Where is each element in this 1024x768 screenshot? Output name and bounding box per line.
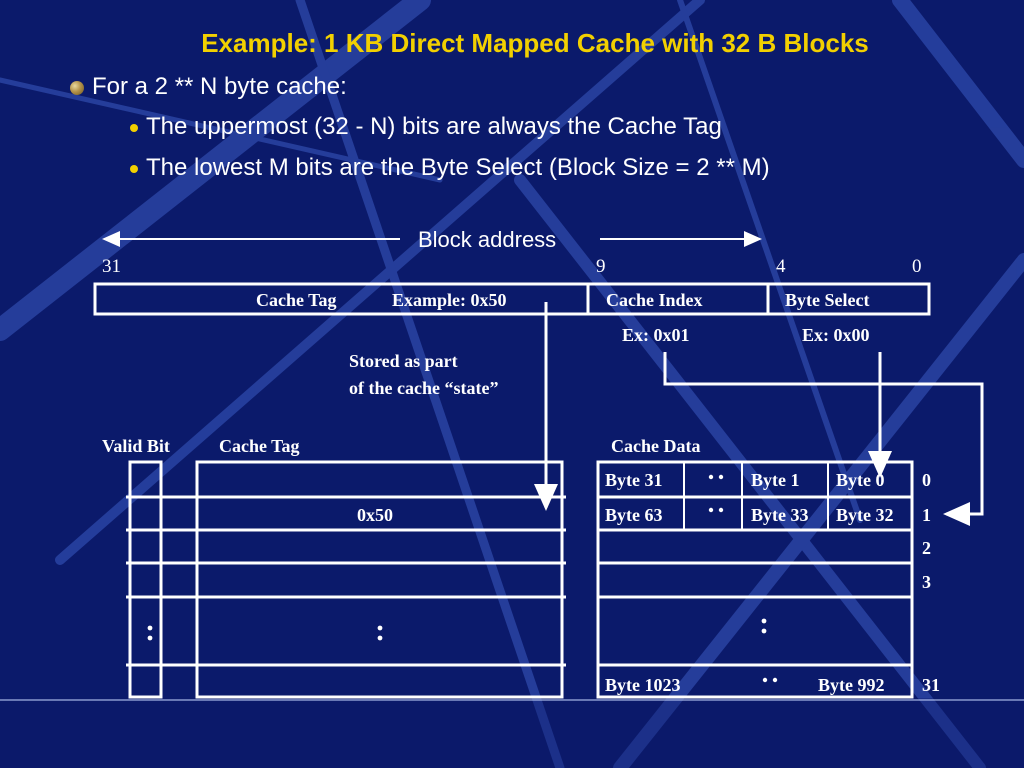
data-cell-byte-1: Byte 1 bbox=[751, 470, 800, 490]
cache-data-header: Cache Data bbox=[611, 436, 701, 456]
bullet-dot-icon bbox=[130, 165, 138, 173]
state-note-line2: of the cache “state” bbox=[349, 378, 499, 398]
bit-0-label: 0 bbox=[912, 256, 922, 277]
tag-value-row1: 0x50 bbox=[357, 505, 393, 525]
index-example: Ex: 0x01 bbox=[622, 325, 690, 345]
byte-select-example: Ex: 0x00 bbox=[802, 325, 870, 345]
valid-bit-header: Valid Bit bbox=[102, 436, 170, 456]
data-cell-byte-32: Byte 32 bbox=[836, 505, 894, 525]
row-index-3: 3 bbox=[922, 572, 931, 592]
field-cache-index: Cache Index bbox=[606, 290, 703, 310]
row-index-0: 0 bbox=[922, 470, 931, 490]
cache-tag-header: Cache Tag bbox=[219, 436, 300, 456]
bit-4-label: 4 bbox=[776, 256, 786, 277]
bullet-sub-2: The lowest M bits are the Byte Select (B… bbox=[146, 154, 770, 181]
bullet-main: For a 2 ** N byte cache: bbox=[92, 73, 347, 100]
data-cell-byte-63: Byte 63 bbox=[605, 505, 663, 525]
field-byte-select: Byte Select bbox=[785, 290, 870, 310]
field-cache-tag: Cache Tag bbox=[256, 290, 337, 310]
state-note-line1: Stored as part bbox=[349, 351, 458, 371]
data-cell-byte-992: Byte 992 bbox=[818, 675, 885, 695]
slide-title: Example: 1 KB Direct Mapped Cache with 3… bbox=[201, 28, 869, 58]
data-cell-byte-1023: Byte 1023 bbox=[605, 675, 681, 695]
bullet-dot-icon bbox=[130, 124, 138, 132]
bit-31-label: 31 bbox=[102, 256, 121, 277]
data-cell-byte-31: Byte 31 bbox=[605, 470, 663, 490]
data-cell-byte-33: Byte 33 bbox=[751, 505, 809, 525]
row-index-31: 31 bbox=[922, 675, 940, 695]
row-index-2: 2 bbox=[922, 538, 931, 558]
block-address-label: Block address bbox=[418, 227, 557, 252]
row-index-1: 1 bbox=[922, 505, 931, 525]
bit-9-label: 9 bbox=[596, 256, 606, 277]
field-tag-example: Example: 0x50 bbox=[392, 290, 507, 310]
bullet-ball-icon bbox=[70, 81, 84, 95]
bullet-sub-1: The uppermost (32 - N) bits are always t… bbox=[146, 113, 722, 140]
data-cell-byte-0: Byte 0 bbox=[836, 470, 885, 490]
